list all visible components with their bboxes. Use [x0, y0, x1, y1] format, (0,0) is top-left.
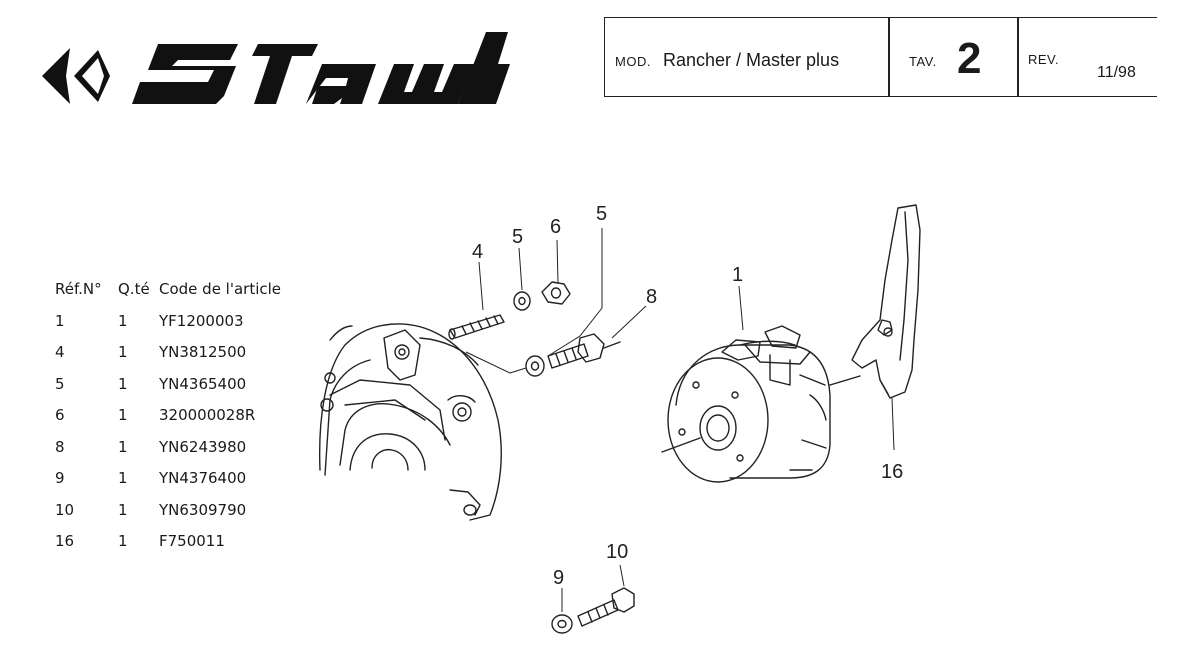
qty-cell: 1	[118, 500, 128, 519]
column-header: Code de l'article	[159, 280, 282, 298]
callout-number: 8	[646, 286, 657, 308]
title-divider	[1017, 18, 1019, 96]
callout-number: 16	[881, 461, 903, 483]
washer-part	[513, 291, 531, 311]
title-divider	[888, 18, 890, 96]
flange-housing-part	[318, 323, 502, 521]
callout-number: 4	[472, 241, 483, 263]
qty-cell: 1	[118, 311, 128, 330]
qty-cell: 1	[118, 374, 128, 393]
model-name: Rancher / Master plus	[663, 50, 840, 70]
washer-part	[525, 355, 545, 377]
leader-lines	[465, 228, 895, 612]
callout-number: 1	[732, 264, 743, 286]
brand-name: staub	[300, 114, 303, 117]
clutch-part	[661, 325, 861, 483]
callout-number: 5	[512, 226, 523, 248]
code-cell: YN4365400	[159, 374, 247, 393]
stud-part	[448, 314, 505, 340]
qty-cell: 1	[118, 532, 128, 550]
mod-label: MOD.	[615, 54, 651, 69]
ref-cell: 4	[55, 343, 65, 361]
callout-number: 5	[596, 203, 607, 225]
ref-cell: 16	[55, 532, 75, 550]
bolt-part	[547, 333, 621, 369]
qty-cell: 1	[118, 406, 128, 424]
code-cell: YN4376400	[159, 469, 247, 487]
qty-cell: 1	[118, 469, 128, 487]
code-cell: F750011	[159, 532, 225, 550]
callout-number: 6	[550, 216, 561, 238]
callout-number: 9	[553, 567, 564, 589]
ref-cell: 8	[55, 437, 65, 456]
bolt-part	[577, 587, 635, 627]
qty-cell: 1	[118, 343, 128, 361]
ref-cell: 5	[55, 374, 65, 393]
callout-number: 10	[606, 541, 628, 563]
rev-label: REV.	[1028, 52, 1060, 67]
washer-part	[551, 614, 573, 634]
staub-logo: staub	[42, 32, 510, 117]
nut-part	[541, 281, 571, 305]
ref-cell: 9	[55, 469, 65, 487]
column-header: Q.té	[118, 280, 150, 298]
qty-cell: 1	[118, 437, 128, 456]
column-header: Réf.N°	[55, 280, 102, 298]
ref-cell: 1	[55, 311, 65, 330]
code-cell: YN3812500	[159, 343, 247, 361]
code-cell: 320000028R	[159, 406, 256, 424]
table-number: 2	[957, 34, 982, 83]
ref-cell: 6	[55, 406, 65, 424]
code-cell: YN6309790	[159, 500, 247, 519]
ref-cell: 10	[55, 500, 75, 519]
tav-label: TAV.	[909, 54, 937, 69]
bracket-part	[851, 204, 921, 399]
code-cell: YN6243980	[159, 437, 247, 456]
code-cell: YF1200003	[159, 311, 244, 330]
revision-date: 11/98	[1097, 64, 1136, 81]
title-block: MOD. Rancher / Master plus TAV. 2 REV. 1…	[604, 17, 1157, 97]
